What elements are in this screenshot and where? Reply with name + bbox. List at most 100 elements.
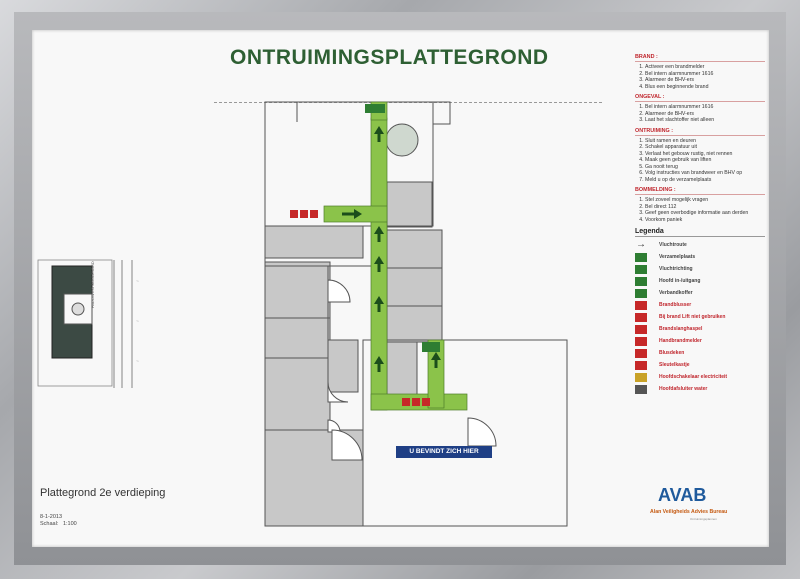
list-item: Alarmeer de BHV-ers [645,111,765,117]
route-arrow [342,212,354,216]
room [386,305,443,343]
fire-safety-icons [300,210,308,218]
room [386,267,443,307]
exit-sign [365,104,385,113]
fire-extinguisher-icon [635,300,647,310]
list-item: Bel intern alarmnummer 1616 [645,104,765,110]
route-arrow [377,364,381,372]
evacuation-plan-sign: ONTRUIMINGSPLATTEGROND [32,30,769,547]
page-title: ONTRUIMINGSPLATTEGROND [230,46,549,69]
escape-route [427,339,445,409]
ongeval-list: Bel intern alarmnummer 1616 Alarmeer de … [635,104,765,123]
legend-label: Handbrandmelder [659,338,702,345]
scale-value: 1:100 [62,521,77,527]
legend-item: → Vluchtroute [635,239,765,251]
route-arrow [434,360,438,368]
route-arrow [374,126,384,134]
fire-safety-icons [310,210,318,218]
legend-title: Legenda [635,227,664,235]
floor-plan: ~ ~ ~ [37,101,568,527]
avab-logo: AVAB Alan Veiligheids Advies Bureau Ontr… [646,485,746,525]
legend-label: Hoofdafsluiter water [659,386,708,393]
you-are-here-label: U BEVINDT ZICH HIER [396,446,492,458]
route-arrow [377,234,381,242]
legend-item: Hoofdafsluiter water [635,383,765,395]
legend-label: Vluchtrichting [659,266,693,273]
key-box-icon [635,360,647,370]
legend-label: Brandblusser [659,302,692,309]
site-map-inset: ~ ~ ~ [37,259,139,388]
logo-tagline: Ontruimingsplannen [690,517,717,521]
legend-item: Verzamelplaats [635,251,765,263]
instructions-panel: BRAND : Activeer een brandmelder Bel int… [635,50,765,395]
date-scale: 8-1-2013 Schaal: 1:100 [40,514,77,528]
legend-label: Hoofdschakelaar electriciteit [659,374,728,381]
fire-safety-icons [422,398,430,406]
legend-label: Verbandkoffer [659,290,693,297]
divider [635,236,765,238]
water-valve-icon [635,384,647,394]
legend-item: Sleutelkastje [635,359,765,371]
door-swing [467,417,497,447]
fire-safety-icons [412,398,420,406]
room [264,225,364,259]
legend-label: Verzamelplaats [659,254,696,261]
spiral-stair [385,123,419,157]
room [264,357,331,431]
section-title-ontruiming: ONTRUIMING : [635,127,674,134]
main-switch-icon [635,372,647,382]
date-text: 8-1-2013 [40,514,63,520]
legend-item: Blusdeken [635,347,765,359]
legend-label: Vluchtroute [659,242,687,249]
legend-item: Hoofd in-/uitgang [635,275,765,287]
door-swing [327,279,351,303]
legend-label: Brandslanghaspel [659,326,703,333]
legend-item: Vluchtrichting [635,263,765,275]
route-arrow [374,226,384,234]
section-title-bommelding: BOMMELDING : [635,186,676,193]
list-item: Meld u op de verzamelplaats [645,177,765,183]
list-item: Verlaat het gebouw rustig, niet rennen [645,151,765,157]
route-arrow [377,304,381,312]
ontruiming-list: Sluit ramen en deuren Schakel apparatuur… [635,138,765,183]
arrow-right-icon: → [636,239,646,251]
section-title-brand: BRAND : [635,54,658,60]
list-item: Voorkom paniek [645,217,765,223]
logo-wordmark: AVAB [658,485,707,505]
divider [635,101,765,103]
escape-direction-icon [635,264,647,274]
list-item: Activeer een brandmelder [645,64,765,70]
fire-safety-icons [290,210,298,218]
legend-label: Sleutelkastje [659,362,690,369]
divider [635,61,765,63]
legend-label: Blusdeken [659,350,685,357]
route-arrow [377,134,381,142]
route-arrow [377,264,381,272]
fire-safety-icons [402,398,410,406]
legend-item: Brandblusser [635,299,765,311]
route-arrow [374,296,384,304]
room [327,339,359,393]
divider [635,194,765,196]
route-arrow [431,352,441,360]
list-item: Ga nooit terug [645,164,765,170]
floor-label: Plattegrond 2e verdieping [40,487,166,499]
street-label: FADOWITO BOULEVARD [90,261,95,308]
svg-text:~: ~ [136,319,139,325]
svg-text:~: ~ [136,279,139,285]
logo-subtitle: Alan Veiligheids Advies Bureau [650,509,728,515]
legend-item: Handbrandmelder [635,335,765,347]
room [386,181,433,228]
first-aid-icon [635,288,647,298]
list-item: Sluit ramen en deuren [645,138,765,144]
fire-alarm-icon [635,336,647,346]
legend-item: Hoofdschakelaar electriciteit [635,371,765,383]
list-item: Alarmeer de BHV-ers [645,77,765,83]
assembly-point-icon [635,252,647,262]
fire-blanket-icon [635,348,647,358]
wall-outline [362,339,568,527]
legend-label: Hoofd in-/uitgang [659,278,701,285]
route-arrow [374,256,384,264]
